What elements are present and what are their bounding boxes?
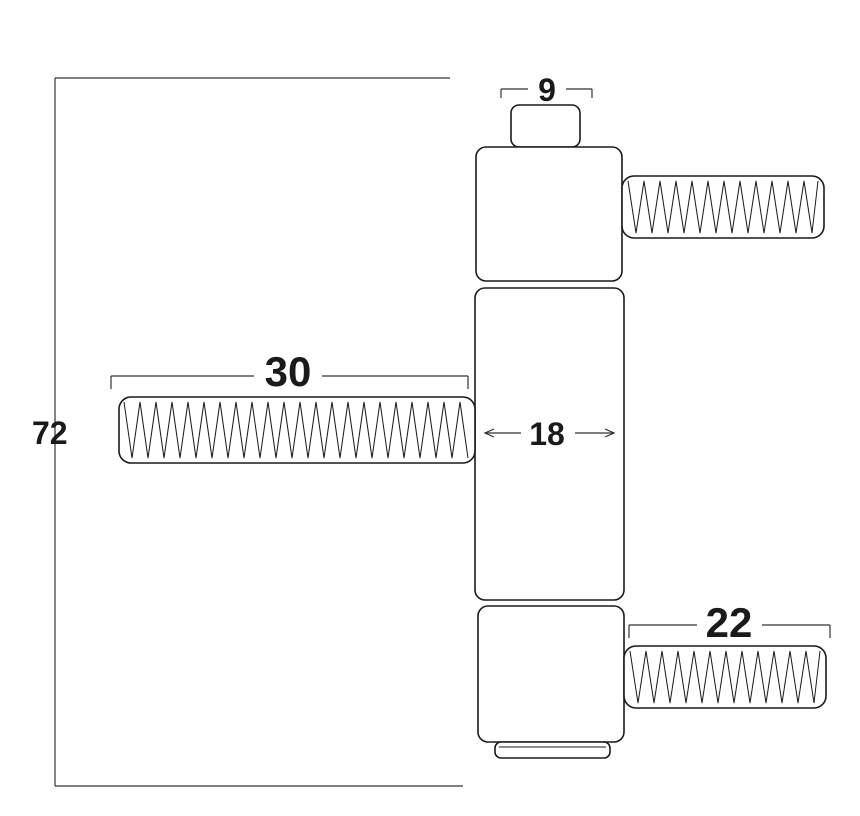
height-label: 72	[32, 415, 68, 451]
height-dimension-bracket	[54, 77, 463, 787]
short-pin-label: 22	[706, 599, 753, 646]
cap-width-label: 9	[538, 72, 556, 108]
lower-knuckle	[477, 605, 625, 743]
long-pin-dimension-line	[110, 375, 469, 389]
long-threaded-pin	[118, 396, 476, 464]
short-threaded-pin	[623, 645, 827, 709]
body-width-label: 18	[529, 416, 565, 452]
upper-knuckle	[475, 146, 623, 282]
bottom-cap	[494, 741, 611, 759]
upper-threaded-pin	[621, 175, 825, 239]
short-pin-dimension-line	[628, 624, 831, 638]
cap-width-dimension-line	[500, 88, 593, 98]
long-pin-label: 30	[265, 348, 312, 395]
top-cap	[510, 104, 581, 148]
